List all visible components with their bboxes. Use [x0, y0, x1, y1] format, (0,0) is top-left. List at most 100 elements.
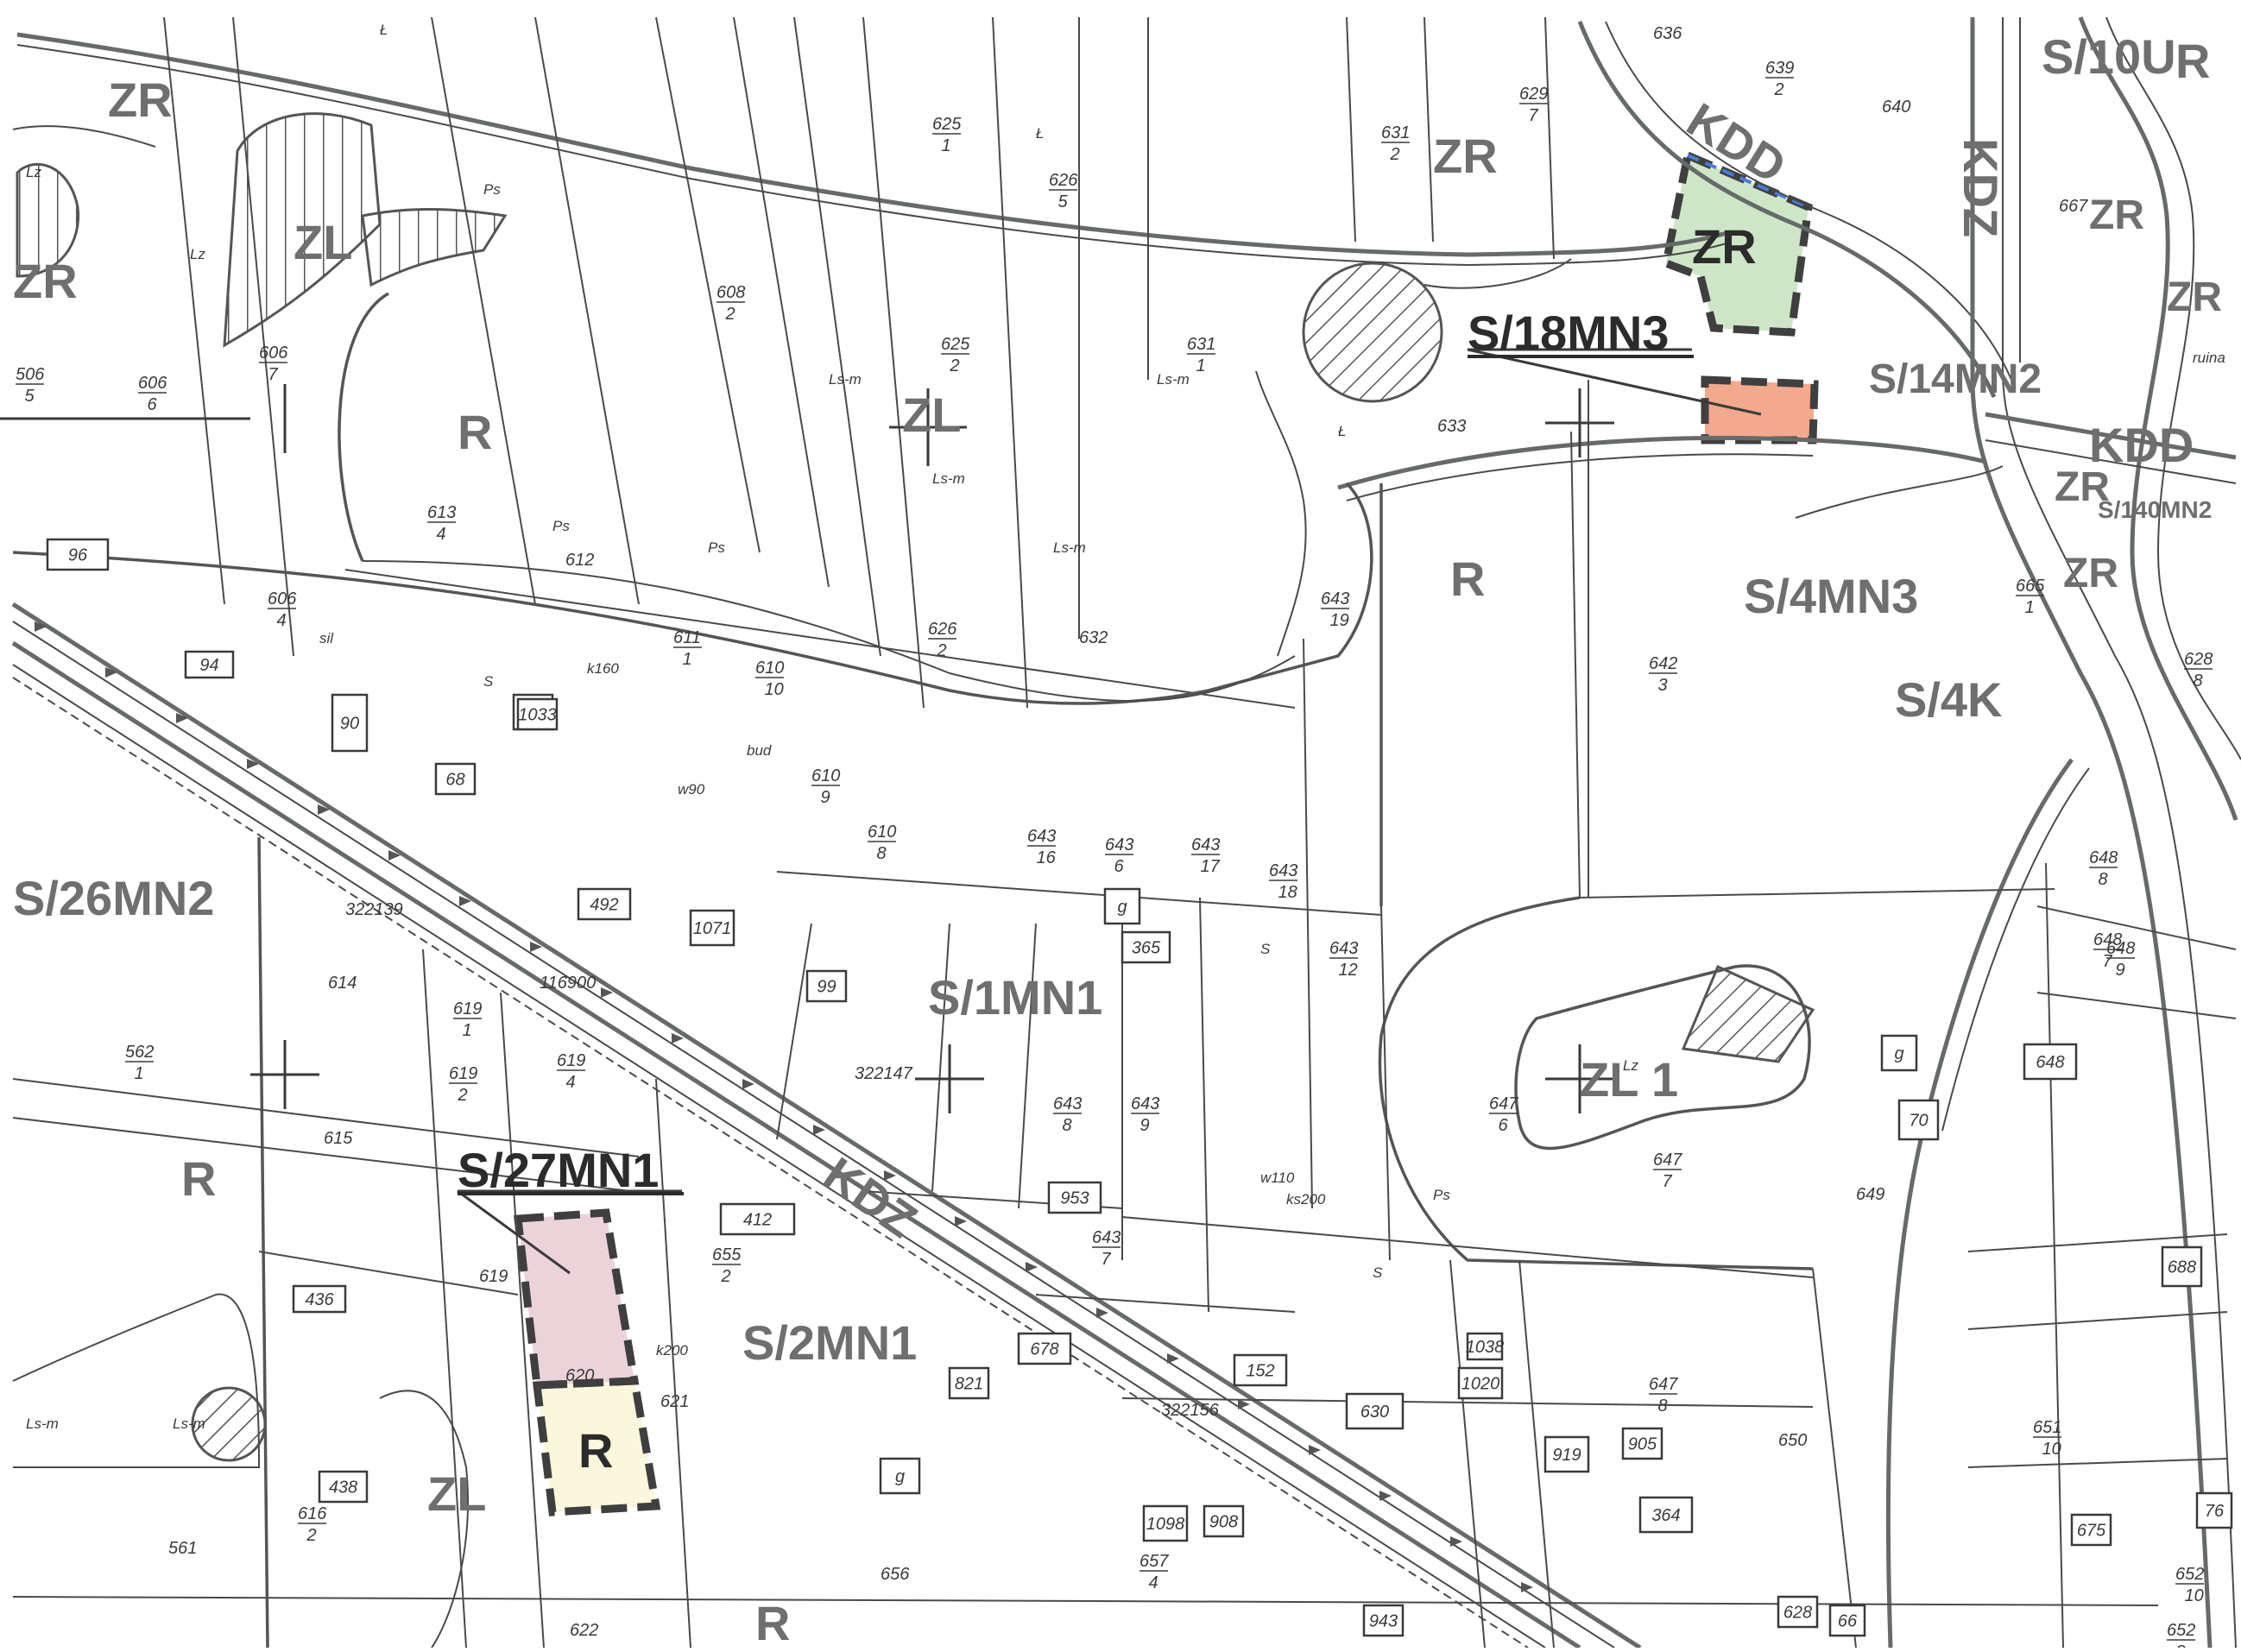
- svg-text:7: 7: [1663, 1172, 1673, 1191]
- zone-label-r-4: R: [755, 1596, 790, 1648]
- svg-text:3: 3: [1658, 676, 1668, 695]
- svg-text:648: 648: [2093, 930, 2122, 949]
- zone-label-s-2mn1: S/2MN1: [742, 1315, 917, 1370]
- svg-text:619: 619: [449, 1064, 477, 1083]
- landuse-mark: Ls-m: [1053, 539, 1086, 556]
- svg-text:94: 94: [199, 656, 218, 675]
- svg-text:2: 2: [306, 1526, 317, 1545]
- parcel-number: 649: [1856, 1185, 1884, 1204]
- svg-text:9: 9: [1140, 1116, 1150, 1135]
- svg-text:322156: 322156: [1161, 1401, 1220, 1420]
- landuse-mark: Ls-m: [173, 1416, 205, 1432]
- svg-text:562: 562: [125, 1043, 154, 1062]
- svg-text:643: 643: [1329, 939, 1358, 958]
- svg-text:10: 10: [765, 680, 784, 699]
- svg-text:412: 412: [743, 1211, 772, 1230]
- svg-text:8: 8: [2194, 672, 2203, 690]
- svg-text:919: 919: [1552, 1446, 1581, 1465]
- svg-text:625: 625: [932, 115, 962, 134]
- road-tick: [247, 759, 259, 769]
- svg-text:18: 18: [1278, 883, 1297, 902]
- svg-text:639: 639: [1765, 59, 1794, 78]
- road-network: [11, 16, 2241, 1650]
- building: 152: [1233, 1353, 1288, 1387]
- svg-text:2: 2: [721, 1267, 731, 1286]
- parcels-layer: 6366392640629762516265631260826252631160…: [16, 24, 2213, 1652]
- landuse-mark: Ps: [708, 539, 725, 556]
- building: 492: [577, 887, 632, 921]
- landuse-mark: k200: [656, 1342, 688, 1359]
- building: 436: [292, 1284, 347, 1314]
- landuse-mark: Ps: [1433, 1187, 1450, 1203]
- zone-label-zl-2: ZL: [902, 388, 961, 442]
- zone-label-s-10u: S/10U: [2042, 29, 2176, 84]
- landuse-mark: Lz: [190, 246, 205, 262]
- buildings-layer: 9694906849349210719936595341267815263010…: [46, 538, 2233, 1637]
- landuse-mark: Ps: [483, 181, 501, 198]
- svg-text:665: 665: [2016, 577, 2045, 596]
- parcel-number: 622: [570, 1621, 598, 1640]
- road-tick: [1096, 1308, 1108, 1318]
- svg-text:68: 68: [445, 771, 464, 790]
- svg-text:6: 6: [1499, 1116, 1509, 1135]
- svg-text:953: 953: [1060, 1189, 1089, 1208]
- building: g: [879, 1457, 921, 1495]
- svg-text:943: 943: [1369, 1612, 1398, 1631]
- svg-text:667: 667: [2059, 197, 2088, 216]
- svg-text:66: 66: [1838, 1612, 1858, 1631]
- landuse-mark: bud: [747, 742, 772, 759]
- landuse-mark: Ls-m: [26, 1416, 59, 1432]
- building: g: [1880, 1034, 1918, 1072]
- parcel-number: 640: [1882, 98, 1910, 117]
- road-tick: [955, 1216, 967, 1226]
- svg-text:613: 613: [427, 503, 456, 522]
- svg-text:647: 647: [1489, 1094, 1518, 1113]
- svg-text:6: 6: [1114, 857, 1125, 876]
- svg-text:610: 610: [811, 766, 840, 785]
- svg-text:2: 2: [937, 641, 947, 660]
- svg-text:4: 4: [437, 525, 446, 544]
- zone-label-zr-2: ZR: [13, 254, 78, 308]
- road-tick: [1026, 1262, 1038, 1272]
- svg-text:g: g: [1894, 1044, 1903, 1063]
- building: 90: [331, 693, 369, 753]
- svg-text:615: 615: [324, 1129, 353, 1148]
- svg-text:642: 642: [1649, 654, 1677, 673]
- zone-label-s-4mn3: S/4MN3: [1744, 569, 1918, 623]
- building: 68: [434, 762, 477, 796]
- landuse-mark: ks200: [1286, 1191, 1326, 1207]
- road-tick: [1450, 1536, 1462, 1547]
- svg-text:652: 652: [2167, 1621, 2195, 1640]
- landuse-mark: w90: [678, 781, 705, 798]
- road-tick: [672, 1033, 684, 1044]
- zone-label-zr-7: ZR: [2063, 551, 2118, 596]
- building: 96: [46, 538, 110, 571]
- svg-text:619: 619: [557, 1051, 585, 1070]
- building: 438: [318, 1470, 369, 1504]
- svg-text:16: 16: [1037, 848, 1057, 867]
- svg-text:905: 905: [1628, 1435, 1657, 1454]
- svg-text:1: 1: [683, 650, 692, 669]
- svg-text:492: 492: [590, 896, 618, 915]
- landuse-mark: k160: [587, 660, 619, 677]
- building: 688: [2161, 1245, 2203, 1288]
- parcel-number: 636: [1653, 24, 1682, 43]
